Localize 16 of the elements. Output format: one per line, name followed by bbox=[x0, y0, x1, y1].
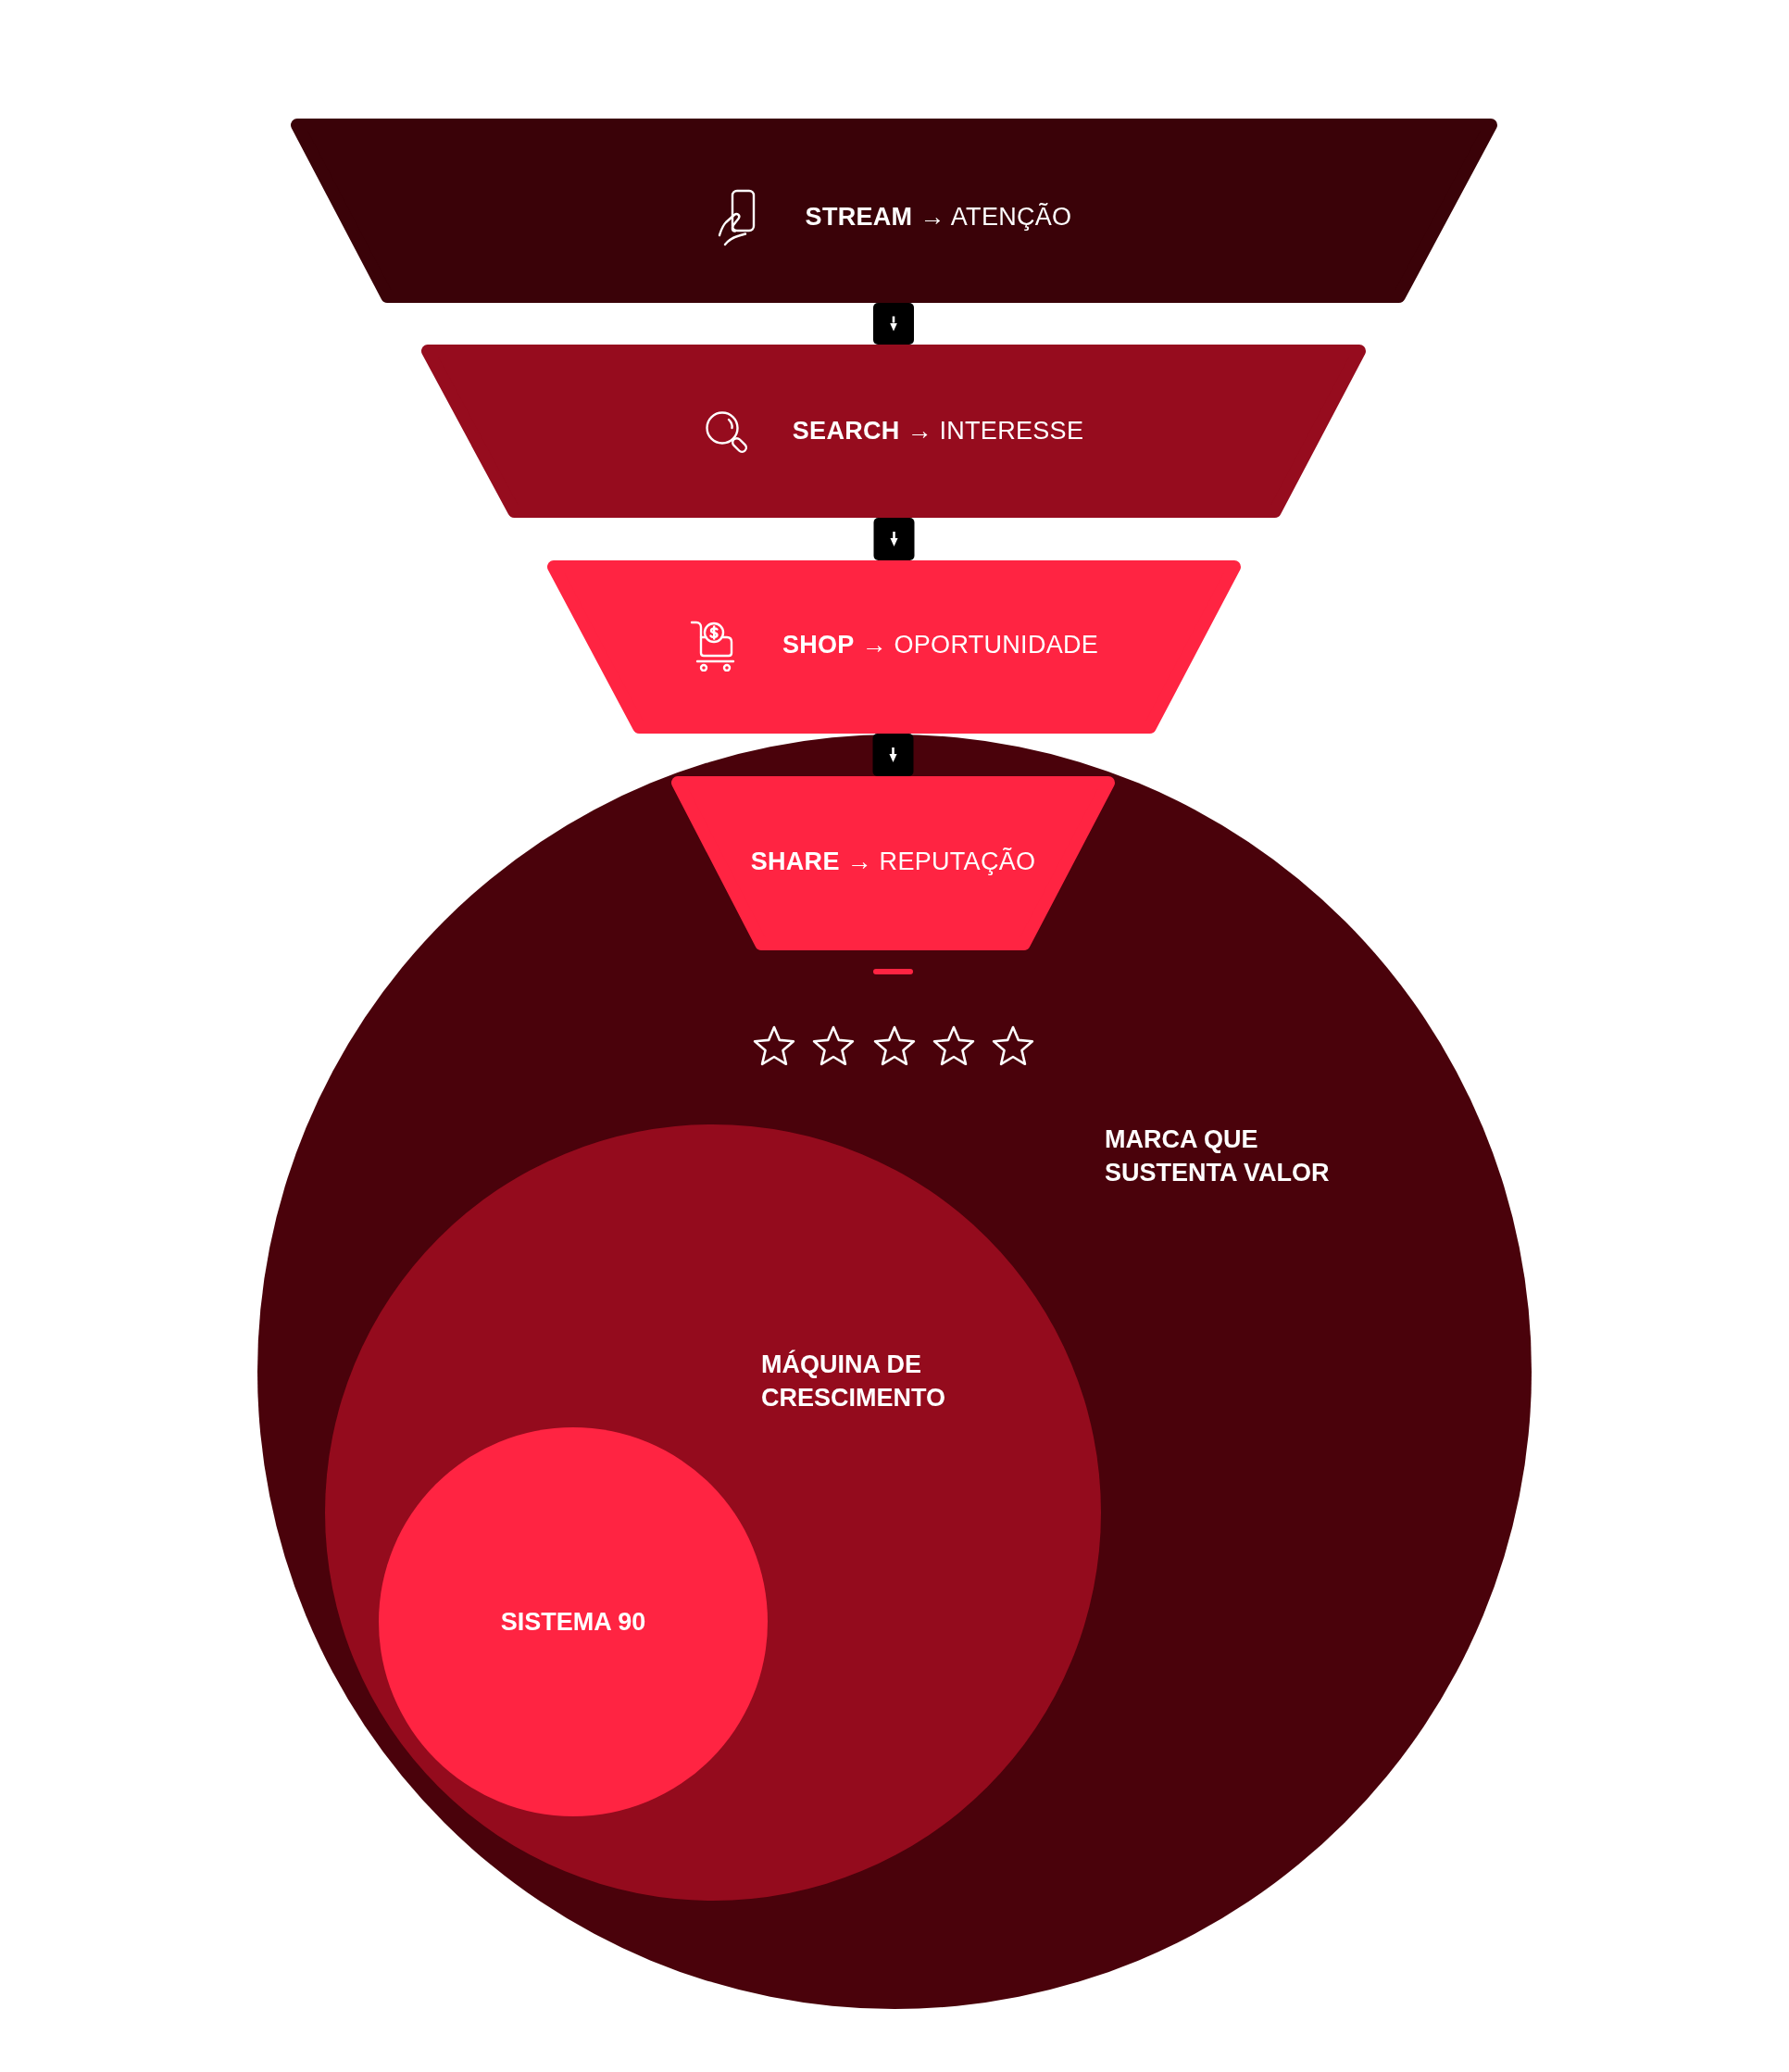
arrow-connector bbox=[873, 303, 914, 345]
funnel-stage bbox=[291, 119, 1497, 303]
arrow-connector bbox=[873, 518, 915, 560]
nested-circle bbox=[379, 1427, 768, 1816]
stage-label: SHOP → OPORTUNIDADE bbox=[782, 630, 1099, 660]
circle-label: SISTEMA 90 bbox=[500, 1607, 646, 1638]
nested-circle bbox=[325, 1124, 1101, 1901]
arrow-connector bbox=[872, 734, 914, 776]
stage-label: STREAM → ATENÇÃO bbox=[805, 202, 1072, 232]
nested-circle bbox=[257, 735, 1532, 2009]
circle-label: MÁQUINA DE CRESCIMENTO bbox=[761, 1349, 947, 1413]
stage-label: SHARE → REPUTAÇÃO bbox=[750, 846, 1036, 877]
stage-label: SEARCH → INTERESSE bbox=[792, 416, 1084, 446]
circle-label: MARCA QUE SUSTENTA VALOR bbox=[1105, 1124, 1331, 1188]
funnel-stage bbox=[547, 560, 1241, 734]
funnel-stage bbox=[421, 345, 1366, 518]
